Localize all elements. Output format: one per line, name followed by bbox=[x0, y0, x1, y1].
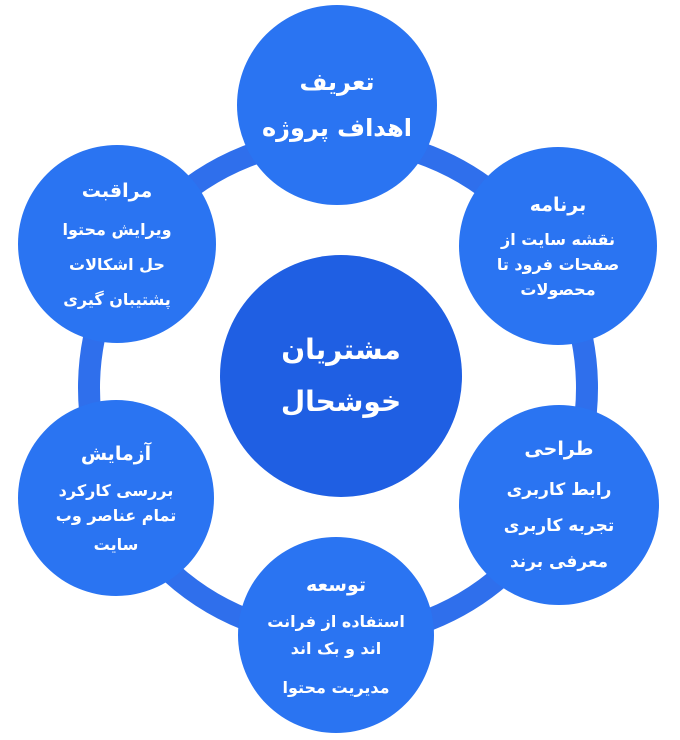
node-test-item-1: بررسی کارکرد bbox=[58, 480, 174, 500]
node-test-item-2: تمام عناصر وب bbox=[55, 505, 177, 525]
node-maintain-item-1: ویرایش محتوا bbox=[62, 219, 172, 239]
node-design-title: طراحی bbox=[524, 438, 594, 460]
node-develop-item-2: اند و بک اند bbox=[290, 638, 382, 658]
node-develop-title: توسعه bbox=[306, 573, 366, 596]
center-circle: مشتریان خوشحال bbox=[220, 255, 462, 497]
center-line-1: مشتریان bbox=[281, 333, 401, 367]
node-plan-title: برنامه bbox=[529, 193, 587, 216]
node-test-title: آزمایش bbox=[80, 442, 152, 465]
node-define: تعریف اهداف پروژه bbox=[237, 5, 437, 205]
node-define-item-1: اهداف پروژه bbox=[261, 114, 413, 142]
center-line-2: خوشحال bbox=[280, 385, 402, 418]
node-plan-item-3: محصولات bbox=[520, 279, 596, 299]
node-plan-item-2: صفحات فرود تا bbox=[496, 254, 620, 274]
node-plan-item-1: نقشه سایت از bbox=[500, 229, 616, 249]
node-test: آزمایش بررسی کارکرد تمام عناصر وب سایت bbox=[18, 400, 214, 596]
node-maintain: مراقبت ویرایش محتوا حل اشکالات پشتیبان گ… bbox=[18, 145, 216, 343]
node-test-item-3: سایت bbox=[93, 534, 139, 554]
node-maintain-item-3: پشتیبان گیری bbox=[63, 289, 171, 309]
node-maintain-item-2: حل اشکالات bbox=[69, 254, 165, 274]
node-design-item-2: تجربه کاربری bbox=[503, 516, 615, 536]
node-develop-item-3: مدیریت محتوا bbox=[282, 677, 390, 697]
node-plan: برنامه نقشه سایت از صفحات فرود تا محصولا… bbox=[459, 147, 657, 345]
node-design-item-1: رابط کاربری bbox=[506, 480, 612, 500]
node-develop: توسعه استفاده از فرانت اند و بک اند مدیر… bbox=[238, 537, 434, 733]
node-develop-item-1: استفاده از فرانت bbox=[267, 611, 405, 631]
node-design-item-3: معرفی برند bbox=[509, 552, 609, 572]
node-maintain-title: مراقبت bbox=[81, 179, 153, 202]
node-design: طراحی رابط کاربری تجربه کاربری معرفی برن… bbox=[459, 405, 659, 605]
node-define-title: تعریف bbox=[299, 67, 375, 96]
